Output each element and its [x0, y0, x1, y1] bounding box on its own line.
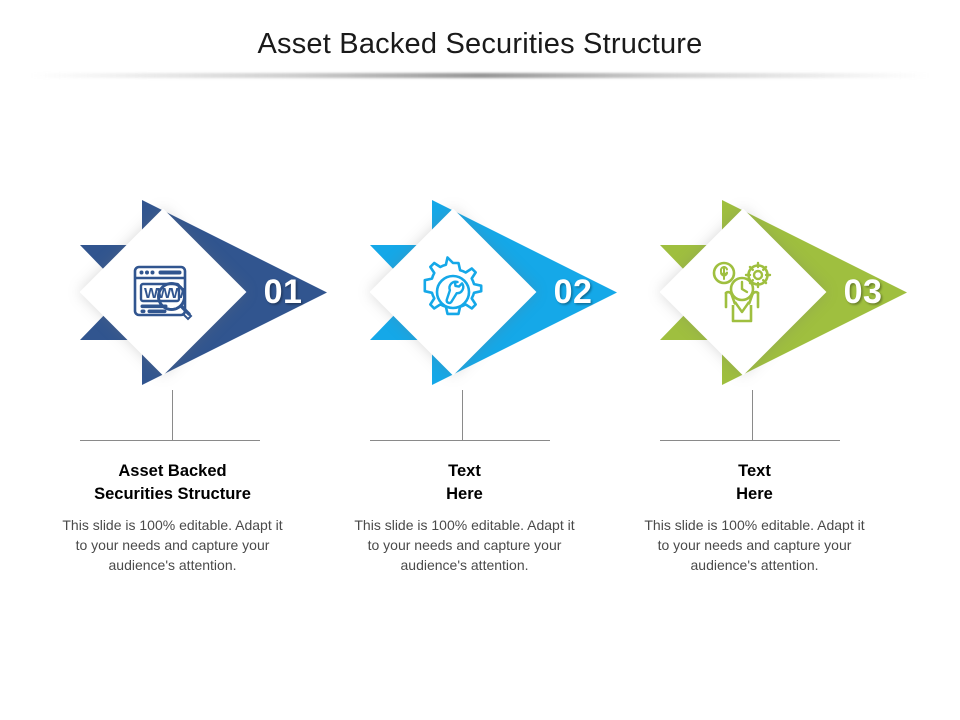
gear-wrench-icon: [409, 248, 497, 336]
step-text-2: Text Here This slide is 100% editable. A…: [352, 460, 577, 575]
step-body-1: This slide is 100% editable. Adapt it to…: [62, 516, 283, 573]
step-graphic-2[interactable]: 02: [352, 195, 642, 390]
step-column-3: 03 Text Here This slide is 100% editable…: [642, 195, 932, 575]
svg-text:WWW: WWW: [144, 285, 185, 302]
connector-horizontal-line-3: [660, 440, 840, 441]
step-column-1: WWW 01 Asset Backed Securities Structure…: [62, 195, 352, 575]
step-heading-1: Asset Backed Securities Structure: [94, 462, 251, 504]
step-number-1: 01: [263, 273, 303, 311]
person-money-gear-icon: [699, 248, 787, 336]
step-number-3: 03: [843, 273, 883, 311]
connector-vertical-line-2: [462, 390, 463, 440]
connector-horizontal-line-2: [370, 440, 550, 441]
step-column-2: 02 Text Here This slide is 100% editable…: [352, 195, 642, 575]
step-graphic-1[interactable]: WWW 01: [62, 195, 352, 390]
step-text-3: Text Here This slide is 100% editable. A…: [642, 460, 867, 575]
step-heading-3: Text Here: [736, 462, 773, 504]
step-connector-3: [642, 390, 932, 448]
step-number-2: 02: [553, 273, 593, 311]
page-title: Asset Backed Securities Structure: [257, 28, 703, 60]
step-heading-2: Text Here: [446, 462, 483, 504]
title-divider: [30, 73, 930, 78]
connector-vertical-line-1: [172, 390, 173, 440]
steps-container: WWW 01 Asset Backed Securities Structure…: [0, 195, 960, 575]
step-body-2: This slide is 100% editable. Adapt it to…: [354, 516, 575, 573]
connector-vertical-line-3: [752, 390, 753, 440]
step-graphic-3[interactable]: 03: [642, 195, 932, 390]
step-body-3: This slide is 100% editable. Adapt it to…: [644, 516, 865, 573]
step-connector-2: [352, 390, 642, 448]
connector-horizontal-line-1: [80, 440, 260, 441]
step-text-1: Asset Backed Securities Structure This s…: [60, 460, 285, 575]
step-connector-1: [62, 390, 352, 448]
www-browser-search-icon: WWW: [119, 248, 207, 336]
